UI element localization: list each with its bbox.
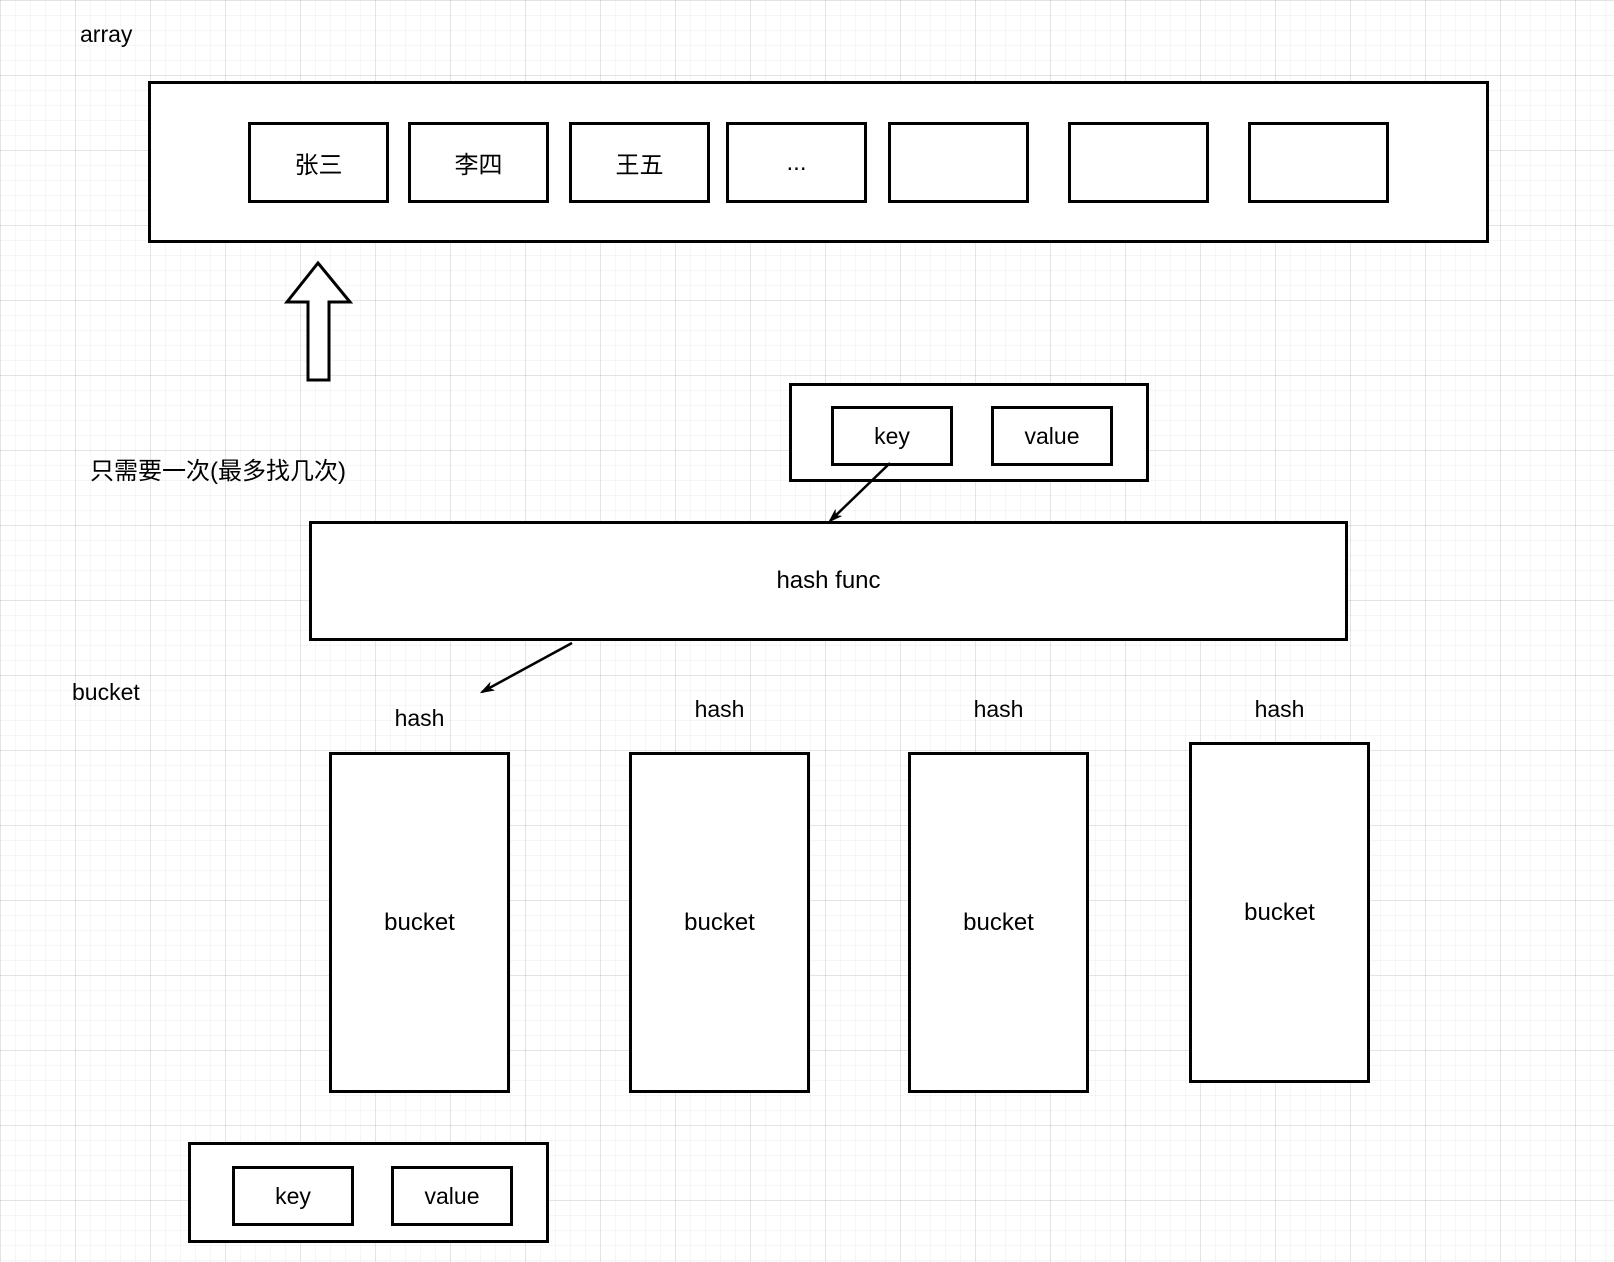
kv-top-box: key value [789, 383, 1149, 482]
bucket-box: bucket [629, 752, 810, 1093]
array-label: array [80, 21, 133, 47]
hash-label: hash [394, 705, 445, 731]
hashfunc-to-bucket-arrow [482, 641, 573, 692]
up-block-arrow-icon [283, 260, 354, 382]
value-box: value [391, 1166, 513, 1226]
kv-bottom-box: key value [188, 1142, 549, 1243]
bucket-box: bucket [1189, 742, 1370, 1083]
array-cell: 张三 [248, 122, 389, 203]
hash-func-box: hash func [309, 521, 1348, 641]
array-cell: 王五 [569, 122, 710, 203]
bucket-box: bucket [329, 752, 510, 1093]
note-label: 只需要一次(最多找几次) [90, 458, 346, 485]
array-cell: 李四 [408, 122, 549, 203]
hash-label: hash [694, 696, 745, 722]
array-cell [1248, 122, 1389, 203]
value-box: value [991, 406, 1113, 466]
key-box: key [232, 1166, 354, 1226]
bucket-box: bucket [908, 752, 1089, 1093]
hash-label: hash [973, 696, 1024, 722]
array-cell [888, 122, 1029, 203]
array-cell: ... [726, 122, 867, 203]
array-cell [1068, 122, 1209, 203]
hash-label: hash [1254, 696, 1305, 722]
bucket-side-label: bucket [72, 679, 140, 705]
key-box: key [831, 406, 953, 466]
